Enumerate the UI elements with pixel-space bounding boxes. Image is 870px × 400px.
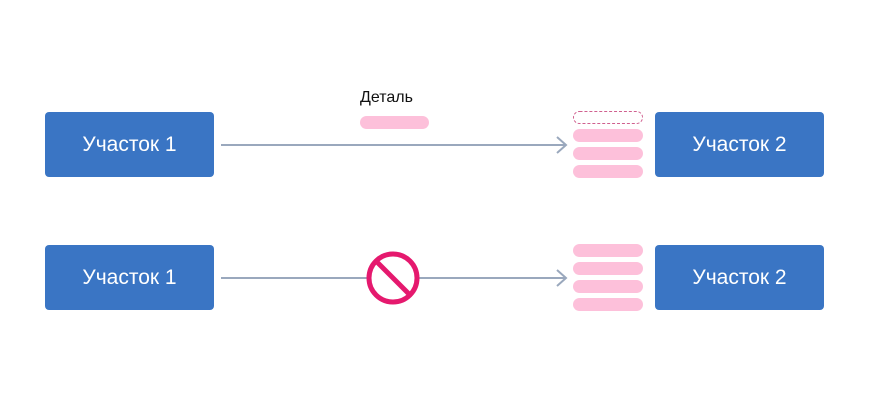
- row1-source-box: Участок 1: [45, 112, 214, 177]
- row1-arrow: [221, 136, 568, 154]
- row2-target-box: Участок 2: [655, 245, 824, 310]
- row2-part: [573, 280, 643, 293]
- row2-part: [573, 262, 643, 275]
- row1-target-box: Участок 2: [655, 112, 824, 177]
- row2-part: [573, 244, 643, 257]
- row1-part: [573, 129, 643, 142]
- stop-icon: [366, 251, 420, 305]
- row1-part: [573, 165, 643, 178]
- row1-empty-slot: [573, 111, 643, 124]
- legend-part-swatch: [360, 116, 429, 129]
- row1-part: [573, 147, 643, 160]
- legend-label: Деталь: [360, 89, 413, 106]
- row2-part: [573, 298, 643, 311]
- row2-source-box: Участок 1: [45, 245, 214, 310]
